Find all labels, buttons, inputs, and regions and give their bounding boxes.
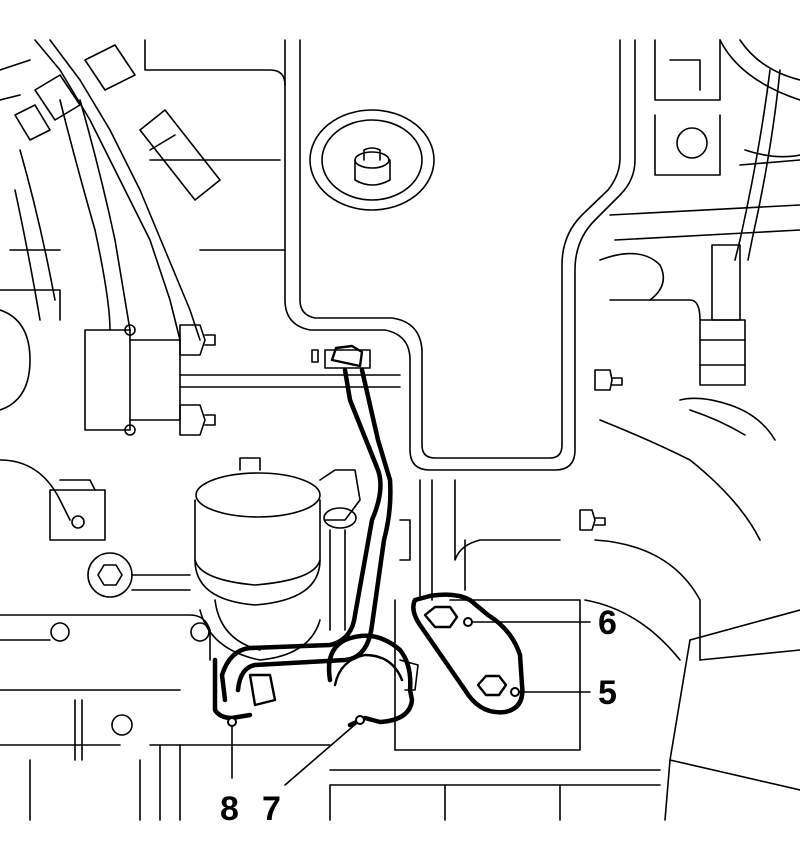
leader-8-dot — [227, 717, 237, 727]
hose-pair — [212, 367, 393, 721]
leader-6-dot — [463, 617, 473, 627]
callout-8: 8 — [220, 790, 239, 828]
center-structure — [394, 479, 581, 751]
callout-labels: 6 5 7 8 — [220, 604, 617, 828]
hex-bolt-left — [87, 552, 191, 598]
callout-6: 6 — [598, 604, 617, 642]
mounting-bracket — [411, 592, 525, 715]
callout-7: 7 — [262, 790, 281, 828]
right-structure — [579, 39, 800, 821]
leader-5-dot — [510, 687, 520, 697]
leader-7 — [284, 721, 359, 786]
lower-structure — [329, 769, 661, 821]
left-wiring-harness — [0, 39, 221, 341]
filter-canister — [194, 457, 361, 661]
left-frame-structure — [0, 39, 401, 541]
hose-clamp — [326, 633, 419, 728]
callout-5: 5 — [598, 674, 617, 712]
lower-left-bracket — [0, 614, 331, 821]
callout-leaders — [227, 617, 591, 786]
sensor-connector — [311, 344, 371, 369]
upper-cover-housing — [284, 39, 636, 471]
leader-7-dot — [355, 715, 365, 725]
